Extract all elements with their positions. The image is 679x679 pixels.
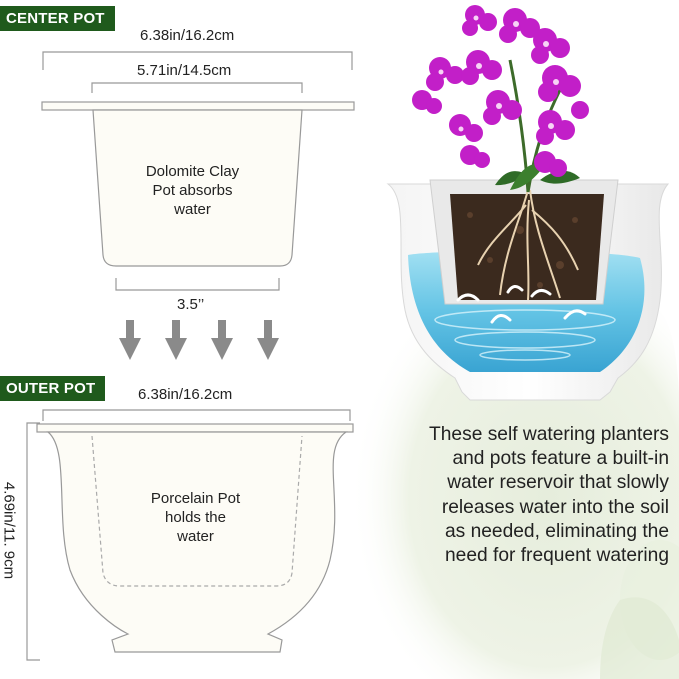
orchid-flower <box>449 114 483 142</box>
orchid-flower <box>460 145 490 168</box>
outer-pot-caption: Porcelain Pot holds the water <box>113 489 278 546</box>
description-line: water reservoir that slowly <box>447 472 669 494</box>
center-pot-top-width: 6.38in/16.2cm <box>140 27 235 44</box>
orchid-flower <box>499 8 540 43</box>
outer-pot-top-width: 6.38in/16.2cm <box>138 386 233 403</box>
product-description: These self watering planters and pots fe… <box>349 423 669 568</box>
orchid-flower <box>538 65 581 102</box>
orchid-flower <box>531 28 570 64</box>
outer-pot-caption-line-3: water <box>177 528 214 545</box>
center-pot-tag: CENTER POT <box>0 6 115 31</box>
center-pot-caption: Dolomite Clay Pot absorbs water <box>110 162 275 219</box>
orchid-flower <box>483 90 522 125</box>
description-line: and pots feature a built-in <box>452 448 669 470</box>
orchid-flower <box>462 5 497 36</box>
outer-pot-caption-line-2: holds the <box>165 509 226 526</box>
center-pot-inner-width: 5.71in/14.5cm <box>137 62 232 79</box>
orchid-flower <box>534 151 567 177</box>
orchid-flower <box>461 50 502 85</box>
orchid-flower <box>536 110 575 145</box>
description-line: as needed, eliminating the <box>444 520 669 542</box>
orchid-flower <box>426 57 464 91</box>
description-line: These self watering planters <box>429 424 669 445</box>
outer-pot-caption-line-1: Porcelain Pot <box>150 490 241 507</box>
center-pot-bottom-width: 3.5’’ <box>177 296 205 313</box>
center-pot-caption-line-1: Dolomite Clay <box>145 163 240 180</box>
description-line: releases water into the soil <box>441 496 669 518</box>
outer-pot-tag: OUTER POT <box>0 376 106 401</box>
orchid-flower <box>412 90 442 114</box>
orchid-flower <box>571 101 589 119</box>
center-pot-caption-line-3: water <box>174 201 211 218</box>
center-pot-caption-line-2: Pot absorbs <box>152 182 233 199</box>
description-line: need for frequent watering <box>444 545 669 567</box>
